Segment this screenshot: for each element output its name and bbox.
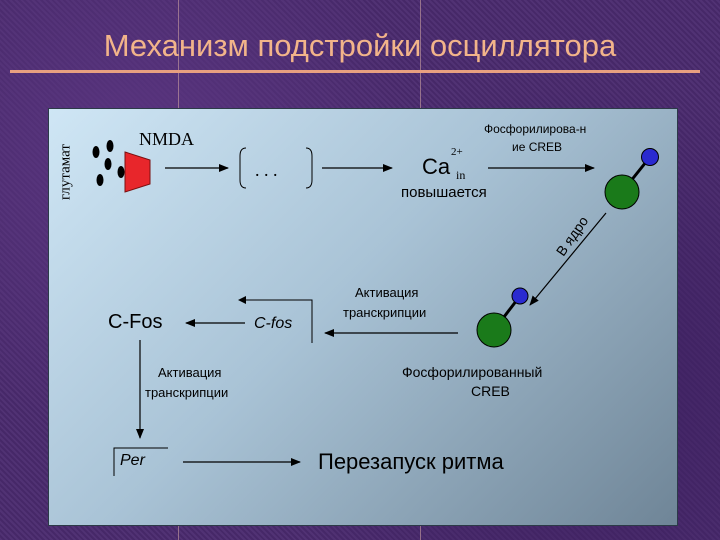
phosphorylated-creb-label-line2: CREB xyxy=(471,383,510,399)
calcium-charge: 2+ xyxy=(451,146,463,158)
transcription-activation2-label-line1: Активация xyxy=(158,365,222,380)
cfos-gene-label: C-fos xyxy=(254,315,293,332)
calcium-label: Ca xyxy=(422,154,451,179)
nmda-label: NMDA xyxy=(139,129,195,149)
per-gene-bracket xyxy=(113,447,168,476)
transcription-activation2-label-line2: транскрипции xyxy=(145,385,229,400)
phosphorylation-label-line2: ие CREB xyxy=(512,140,563,154)
transcription-activation-label-line1: Активация xyxy=(355,285,419,300)
cascade-bracket-right xyxy=(305,147,313,189)
title-underline xyxy=(10,70,700,73)
phosphorylated-creb-label-line1: Фосфорилированный xyxy=(402,364,543,380)
slide-title: Механизм подстройки осциллятора xyxy=(103,28,617,63)
transcription-activation-label-line2: транскрипции xyxy=(343,305,427,320)
cfos-gene-bracket xyxy=(240,299,313,343)
glutamate-molecules xyxy=(92,140,125,186)
cascade-bracket-left xyxy=(239,147,247,189)
cfos-gene-arrowhead xyxy=(238,296,246,304)
arrow-into-nucleus xyxy=(529,212,607,306)
cfos-protein-label: C-Fos xyxy=(108,311,163,333)
calcium-subscript: in xyxy=(456,168,466,182)
creb-molecule xyxy=(604,148,659,210)
glutamate-label: глутамат xyxy=(57,144,74,200)
rhythm-reset-label: Перезапуск ритма xyxy=(318,449,504,474)
phosphorylated-creb-molecule xyxy=(476,287,529,348)
diagram-panel xyxy=(48,108,678,526)
phosphorylation-label-line1: Фосфорилирова-н xyxy=(484,122,587,136)
cascade-dots: . . . xyxy=(255,160,278,180)
calcium-rises-label: повышается xyxy=(401,184,487,201)
per-gene-label: Per xyxy=(120,452,145,469)
nmda-receptor xyxy=(124,151,151,193)
